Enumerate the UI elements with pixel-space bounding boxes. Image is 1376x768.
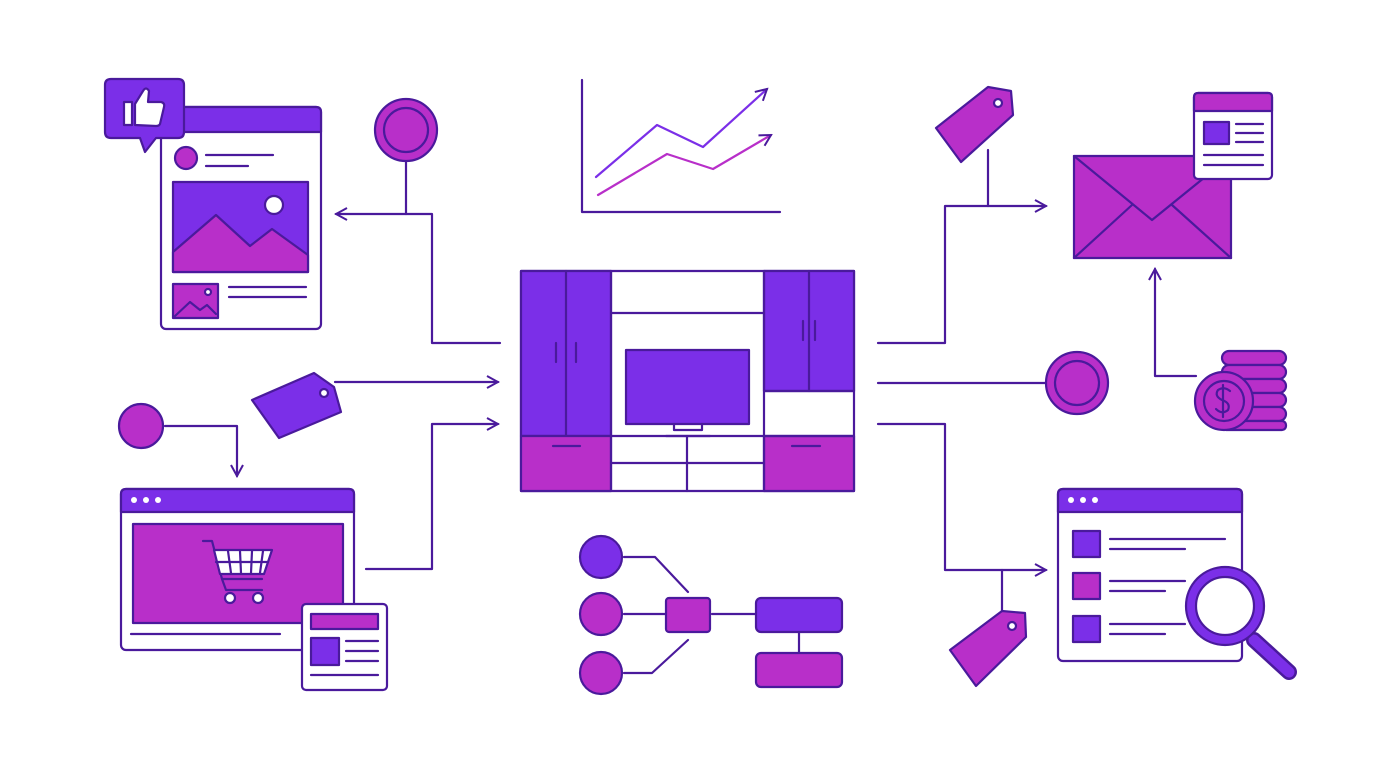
social-post-icon [159, 105, 323, 331]
price-tag-icon [250, 371, 343, 440]
node-circle-icon [1044, 350, 1110, 416]
node-circle-icon [117, 402, 165, 450]
tv-screen-icon [624, 348, 751, 426]
price-tag-icon [948, 609, 1028, 688]
price-tag-icon [934, 85, 1015, 164]
dollar-coin-icon [1193, 370, 1255, 432]
magnifier-icon [1184, 565, 1297, 680]
like-icon [103, 77, 186, 154]
thumbnail-image-icon [171, 282, 220, 320]
tv-cabinet-icon [519, 269, 856, 493]
node-circle-icon [373, 97, 439, 163]
coins-icon [1193, 349, 1288, 432]
article-card-icon [300, 602, 389, 692]
image-icon [171, 180, 310, 274]
flowchart-icon [578, 534, 844, 696]
shopping-cart-icon [201, 539, 274, 605]
line-chart-icon [580, 78, 782, 214]
newsletter-card-icon [1192, 91, 1274, 181]
connector-lines [163, 148, 1198, 675]
